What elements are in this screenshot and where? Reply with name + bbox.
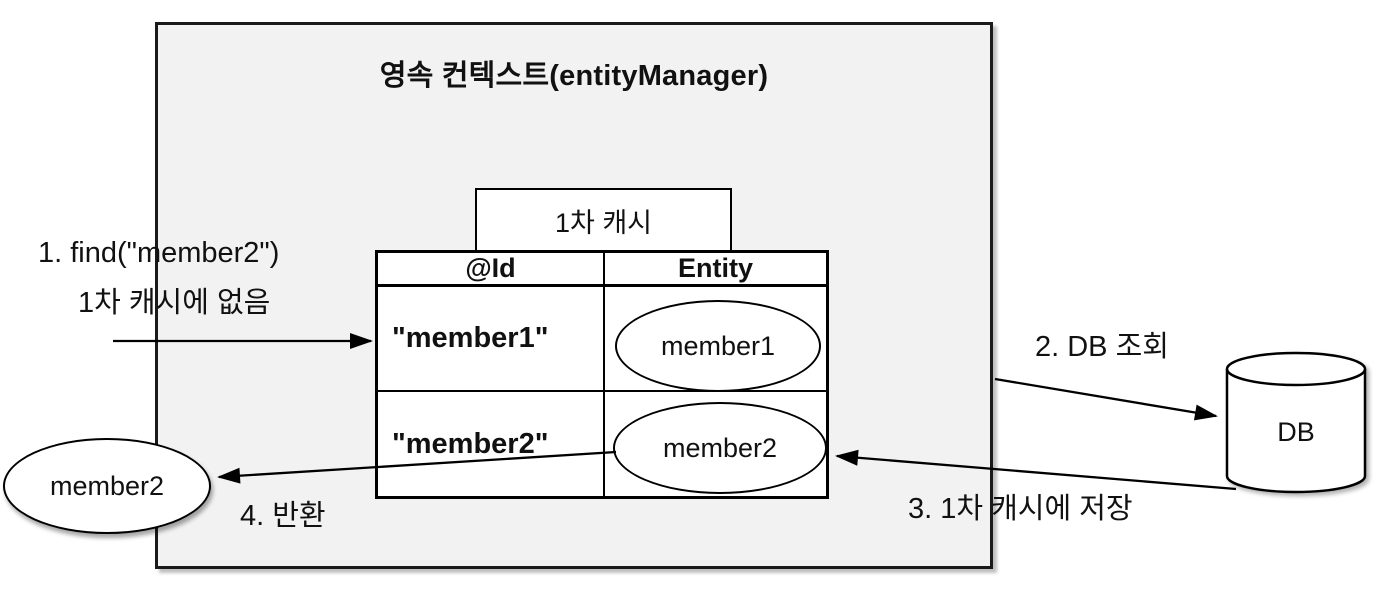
step2-label: 2. DB 조회	[1035, 331, 1169, 363]
step3-label: 3. 1차 캐시에 저장	[908, 493, 1133, 525]
entity-ellipse-member2-label: member2	[662, 432, 778, 463]
returned-entity-label: member2	[49, 470, 165, 501]
returned-entity-ellipse: member2	[3, 438, 211, 534]
entity-ellipse-member1: member1	[615, 300, 821, 392]
entity-ellipse-member1-label: member1	[660, 330, 776, 361]
db-cylinder: DB	[1225, 351, 1367, 494]
first-level-cache-label: 1차 캐시	[554, 207, 653, 238]
step1-label-line2: 1차 캐시에 없음	[78, 287, 271, 319]
cache-table-header-id: @Id	[377, 252, 604, 286]
step1-label-line1: 1. find("member2")	[38, 237, 280, 269]
entity-ellipse-member2: member2	[613, 402, 827, 494]
cache-row-member2-id: "member2"	[377, 391, 604, 497]
arrow-step2-db-query	[994, 377, 1218, 421]
step4-label: 4. 반환	[240, 500, 326, 532]
cache-row-member1-id: "member1"	[377, 286, 604, 391]
persistence-context-title: 영속 컨텍스트(entityManager)	[379, 60, 769, 92]
db-label: DB	[1277, 417, 1315, 447]
cache-table-header-entity: Entity	[604, 252, 827, 286]
first-level-cache-label-box: 1차 캐시	[475, 188, 732, 252]
